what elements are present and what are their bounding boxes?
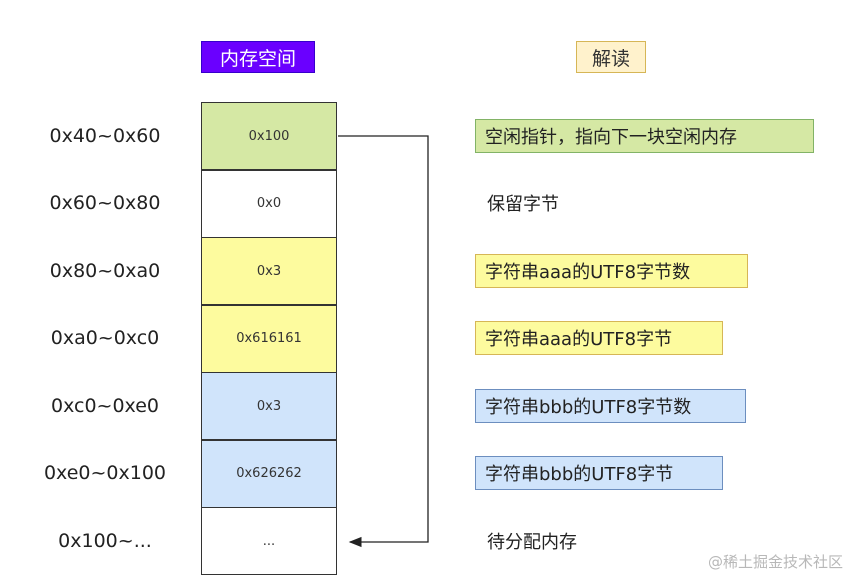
address-label: 0xe0~0x100 [43,462,167,484]
address-label: 0xc0~0xe0 [51,394,159,417]
memory-cell: 0x3 [201,372,337,440]
memory-cell: ... [201,507,337,575]
memory-cell: 0x616161 [201,304,337,373]
explanation-note: 空闲指针，指向下一块空闲内存 [475,118,814,153]
memory-cell: 0x100 [201,102,337,170]
memory-cell: 0x0 [201,169,337,238]
memory-space-title: 内存空间 [201,41,315,73]
explanation-title: 解读 [576,41,646,73]
explanation-note: 字符串bbb的UTF8字节数 [475,388,746,423]
address-label: 0x80~0xa0 [49,259,161,282]
address-label: 0x100~... [58,529,152,552]
address-label: 0x40~0x60 [49,124,161,147]
memory-cell: 0x3 [201,237,337,305]
explanation-note: 字符串aaa的UTF8字节数 [475,253,748,288]
address-label: 0xa0~0xc0 [50,327,160,349]
explanation-note: 保留字节 [487,194,559,216]
explanation-note: 字符串aaa的UTF8字节 [475,321,723,356]
watermark-text: @稀土掘金技术社区 [707,553,843,571]
memory-cell: 0x626262 [201,439,337,508]
explanation-note: 字符串bbb的UTF8字节 [475,456,723,491]
pointer-connector-line [338,135,429,548]
explanation-note: 待分配内存 [487,531,577,553]
address-label: 0x60~0x80 [49,192,161,214]
